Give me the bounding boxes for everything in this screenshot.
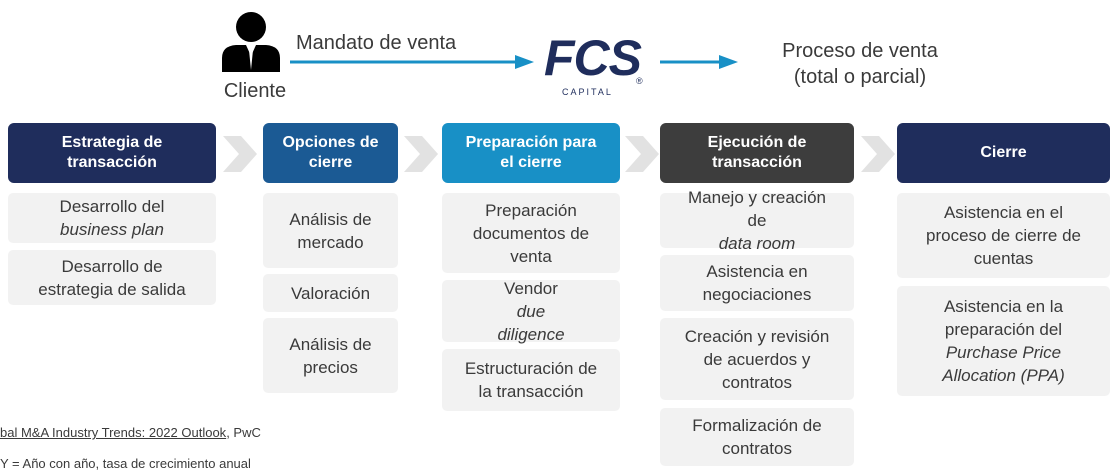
item-line-italic: business plan	[60, 220, 164, 239]
item-line-italic: due	[516, 301, 546, 321]
item-line: de	[747, 211, 767, 230]
item-line: contratos	[722, 439, 792, 458]
client-label: Cliente	[223, 80, 287, 102]
stage-title-line1: Ejecución de	[707, 134, 807, 151]
stage-header-opciones: Opciones de cierre	[263, 123, 398, 183]
footnote-source-rest: , PwC	[226, 425, 261, 440]
item-line: precios	[303, 357, 358, 377]
footnote-yoy: Y = Año con año, tasa de crecimiento anu…	[0, 456, 251, 471]
item-line: cuentas	[973, 249, 1034, 268]
stage-title-line1: Preparación para	[465, 134, 597, 151]
stage-title-line2: transacción	[67, 154, 157, 171]
stage-title-line1: Estrategia de	[61, 134, 163, 151]
item-line: Preparación	[485, 200, 577, 220]
item-line: proceso de cierre de	[926, 226, 1081, 245]
logo-main-text: FCS	[544, 30, 642, 86]
stage-title-line2: transacción	[712, 154, 802, 171]
stage-header-cierre: Cierre	[897, 123, 1110, 183]
item-line: Asistencia en la	[943, 297, 1064, 316]
stage-header-preparacion: Preparación para el cierre	[442, 123, 620, 183]
item-line: Desarrollo del	[59, 197, 165, 216]
item-line: de acuerdos y	[703, 349, 811, 369]
item-desarrollo-business-plan: Desarrollo del business plan	[8, 193, 216, 243]
item-analisis-precios: Análisis de precios	[263, 318, 398, 393]
item-formalizacion-contratos: Formalización de contratos	[660, 408, 854, 466]
mandate-arrow	[290, 55, 534, 69]
stage-title-line1: Opciones de	[282, 134, 379, 151]
item-line: estrategia de salida	[38, 279, 186, 299]
process-label-line2: (total o parcial)	[793, 66, 927, 88]
item-line-italic: Purchase Price	[945, 343, 1062, 362]
item-line: Análisis de	[289, 209, 372, 229]
item-line-italic: data room	[718, 234, 796, 253]
item-analisis-mercado: Análisis de mercado	[263, 193, 398, 268]
stage-header-estrategia: Estrategia de transacción	[8, 123, 216, 183]
chevron-right-icon	[861, 136, 895, 172]
item-valoracion: Valoración	[263, 274, 398, 312]
item-line: Estructuración de	[464, 359, 598, 378]
item-line: venta	[510, 246, 552, 266]
item-line: Asistencia en el	[943, 203, 1064, 222]
stage-title-line2: el cierre	[500, 154, 562, 171]
item-negociaciones: Asistencia en negociaciones	[660, 255, 854, 311]
item-cierre-cuentas: Asistencia en el proceso de cierre de cuen…	[897, 193, 1110, 278]
item-data-room: Manejo y creación de data room	[660, 188, 854, 253]
item-line: contratos	[722, 372, 792, 392]
mandate-label: Mandato de venta	[296, 32, 457, 54]
footnote-source: bal M&A Industry Trends: 2022 Outlook, P…	[0, 425, 261, 440]
process-label-line1: Proceso de venta	[782, 40, 938, 62]
item-line-italic: diligence	[497, 324, 565, 344]
item-line: Creación y revisión	[684, 326, 830, 346]
fcs-capital-logo: FCS CAPITAL ®	[540, 30, 648, 100]
item-line: Asistencia en	[706, 262, 808, 281]
item-line: Desarrollo de	[61, 256, 163, 276]
item-estrategia-salida: Desarrollo de estrategia de salida	[8, 250, 216, 305]
item-line: Análisis de	[289, 334, 372, 354]
chevron-right-icon	[404, 136, 438, 172]
chevron-right-icon	[223, 136, 257, 172]
item-estructuracion: Estructuración de la transacción	[442, 349, 620, 411]
item-line: negociaciones	[702, 285, 812, 304]
stage-title-line2: cierre	[308, 154, 353, 171]
item-vendor-due-diligence: Vendor due diligence	[442, 278, 620, 344]
client-person-icon	[222, 12, 280, 72]
item-line: preparación del	[944, 320, 1063, 339]
item-line: Manejo y creación	[688, 188, 826, 207]
item-preparacion-documentos: Preparación documentos de venta	[442, 193, 620, 273]
item-line: mercado	[297, 232, 364, 252]
item-line: Valoración	[290, 283, 371, 303]
stage-header-ejecucion: Ejecución de transacción	[660, 123, 854, 183]
footnote-source-link[interactable]: bal M&A Industry Trends: 2022 Outlook	[0, 425, 227, 440]
process-arrow	[660, 55, 738, 69]
logo-registered-mark: ®	[636, 76, 643, 86]
item-line-italic: Allocation (PPA)	[942, 366, 1065, 385]
item-line: documentos de	[472, 223, 590, 243]
chevron-right-icon	[625, 136, 659, 172]
item-acuerdos-contratos: Creación y revisión de acuerdos y contrato…	[660, 318, 854, 400]
item-line: Formalización de	[692, 416, 822, 435]
stage-title-line1: Cierre	[980, 144, 1027, 161]
item-line: la transacción	[478, 382, 584, 401]
item-line: Vendor	[504, 278, 558, 298]
logo-sub-text: CAPITAL	[562, 87, 613, 97]
